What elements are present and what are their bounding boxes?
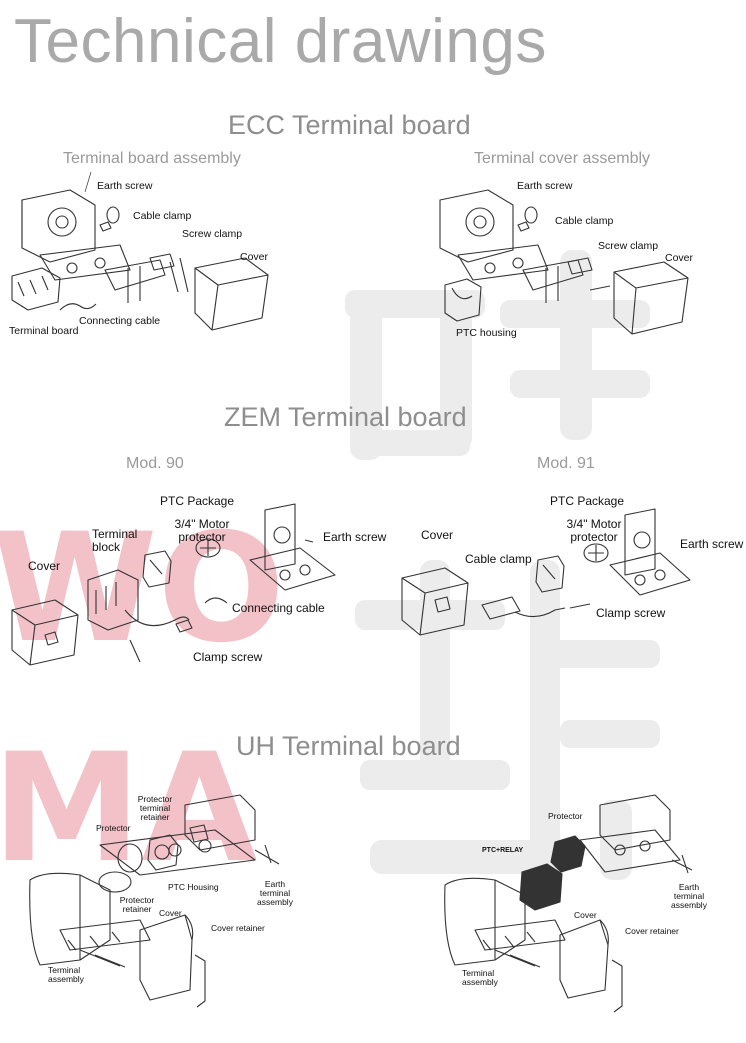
uh-left-cover-retainer-label: Cover retainer	[211, 923, 265, 933]
ecc-right-earth-screw-label: Earth screw	[517, 180, 573, 192]
uh-right-earth-label: Earth	[678, 882, 700, 892]
uh-left-ptc-housing-label: PTC Housing	[168, 882, 219, 892]
glyph-watermark	[345, 250, 660, 880]
ecc-right-drawing	[439, 189, 689, 335]
zem-mod91-ptc-package-label: PTC Package	[550, 494, 625, 508]
woma-watermark: WO MA	[0, 502, 285, 896]
zem-heading: ZEM Terminal board	[224, 402, 467, 432]
uh-right-protector-label: Protector	[548, 811, 583, 821]
uh-right-earth-terminal-label: terminal	[673, 891, 705, 901]
uh-right-earth-assembly-label: assembly	[671, 900, 707, 910]
ecc-right-subtitle: Terminal cover assembly	[474, 150, 651, 167]
zem-mod91-motor-label: 3/4" Motor	[566, 517, 622, 531]
page-title: Technical drawings	[14, 7, 547, 76]
ecc-left-cable-clamp-label: Cable clamp	[133, 210, 192, 222]
ecc-left-terminal-board-label: Terminal board	[9, 325, 79, 337]
uh-left-protector-terminal-label-1: Protector	[137, 794, 173, 804]
zem-mod91-clamp-screw-label: Clamp screw	[596, 606, 666, 620]
watermark-letters-ma: MA	[0, 722, 257, 896]
zem-mod90-subtitle: Mod. 90	[126, 455, 184, 472]
zem-mod91-subtitle: Mod. 91	[537, 455, 595, 472]
ecc-left-subtitle: Terminal board assembly	[63, 150, 241, 167]
zem-mod91-cover-label: Cover	[421, 528, 454, 542]
uh-right-terminal-label: Terminal	[462, 968, 495, 978]
zem-mod91-protector-label: protector	[570, 530, 618, 544]
uh-left-protector-retainer-label-1: Protector	[119, 895, 155, 905]
ecc-right-cable-clamp-label: Cable clamp	[555, 215, 614, 227]
zem-mod90-block-label: block	[92, 540, 121, 554]
zem-mod90-ptc-package-label: PTC Package	[160, 494, 235, 508]
uh-left-protector-label: Protector	[96, 823, 131, 833]
uh-right-cover-retainer-label: Cover retainer	[625, 926, 679, 936]
ecc-left-screw-clamp-label: Screw clamp	[182, 228, 243, 240]
zem-mod90-drawing	[11, 503, 336, 666]
uh-heading: UH Terminal board	[236, 731, 461, 761]
ecc-right-ptc-housing-label: PTC housing	[456, 327, 517, 339]
ecc-left-cover-label: Cover	[240, 251, 269, 263]
uh-left-protector-terminal-label-3: retainer	[140, 812, 170, 822]
uh-right-cover-label: Cover	[574, 910, 597, 920]
zem-mod90-clamp-screw-label: Clamp screw	[193, 650, 263, 664]
watermark-letters-wo: WO	[0, 502, 285, 676]
zem-mod90-cover-label: Cover	[28, 559, 61, 573]
uh-left-cover-label: Cover	[159, 908, 182, 918]
uh-left-earth-label: Earth	[264, 879, 286, 889]
uh-left-drawing	[29, 794, 280, 1008]
ecc-right-screw-clamp-label: Screw clamp	[598, 240, 659, 252]
ecc-left-earth-screw-label: Earth screw	[97, 180, 153, 192]
zem-mod91-cable-clamp-label: Cable clamp	[465, 552, 532, 566]
zem-mod90-motor-label: 3/4" Motor	[174, 517, 230, 531]
zem-mod91-earth-screw-label: Earth screw	[680, 537, 744, 551]
uh-left-terminal-assembly-label: assembly	[48, 974, 84, 984]
zem-mod90-connecting-cable-label: Connecting cable	[232, 601, 325, 615]
ecc-left-drawing	[11, 171, 269, 331]
zem-mod90-terminal-label: Terminal	[92, 527, 138, 541]
uh-right-ptc-relay-label: PTC+RELAY	[482, 847, 524, 854]
ecc-left-connecting-cable-label: Connecting cable	[79, 315, 161, 327]
uh-right-terminal-assembly-label: assembly	[462, 977, 498, 987]
uh-left-terminal-label: Terminal	[48, 965, 81, 975]
uh-left-protector-retainer-label-2: retainer	[122, 904, 152, 914]
uh-left-earth-assembly-label: assembly	[257, 897, 293, 907]
uh-right-drawing	[444, 794, 693, 1013]
zem-mod90-earth-screw-label: Earth screw	[323, 530, 387, 544]
ecc-heading: ECC Terminal board	[228, 110, 471, 140]
zem-mod91-drawing	[401, 508, 691, 636]
uh-left-earth-terminal-label: terminal	[259, 888, 291, 898]
ecc-right-cover-label: Cover	[665, 252, 694, 264]
uh-left-protector-terminal-label-2: terminal	[139, 803, 171, 813]
zem-mod90-protector-label: protector	[178, 530, 226, 544]
